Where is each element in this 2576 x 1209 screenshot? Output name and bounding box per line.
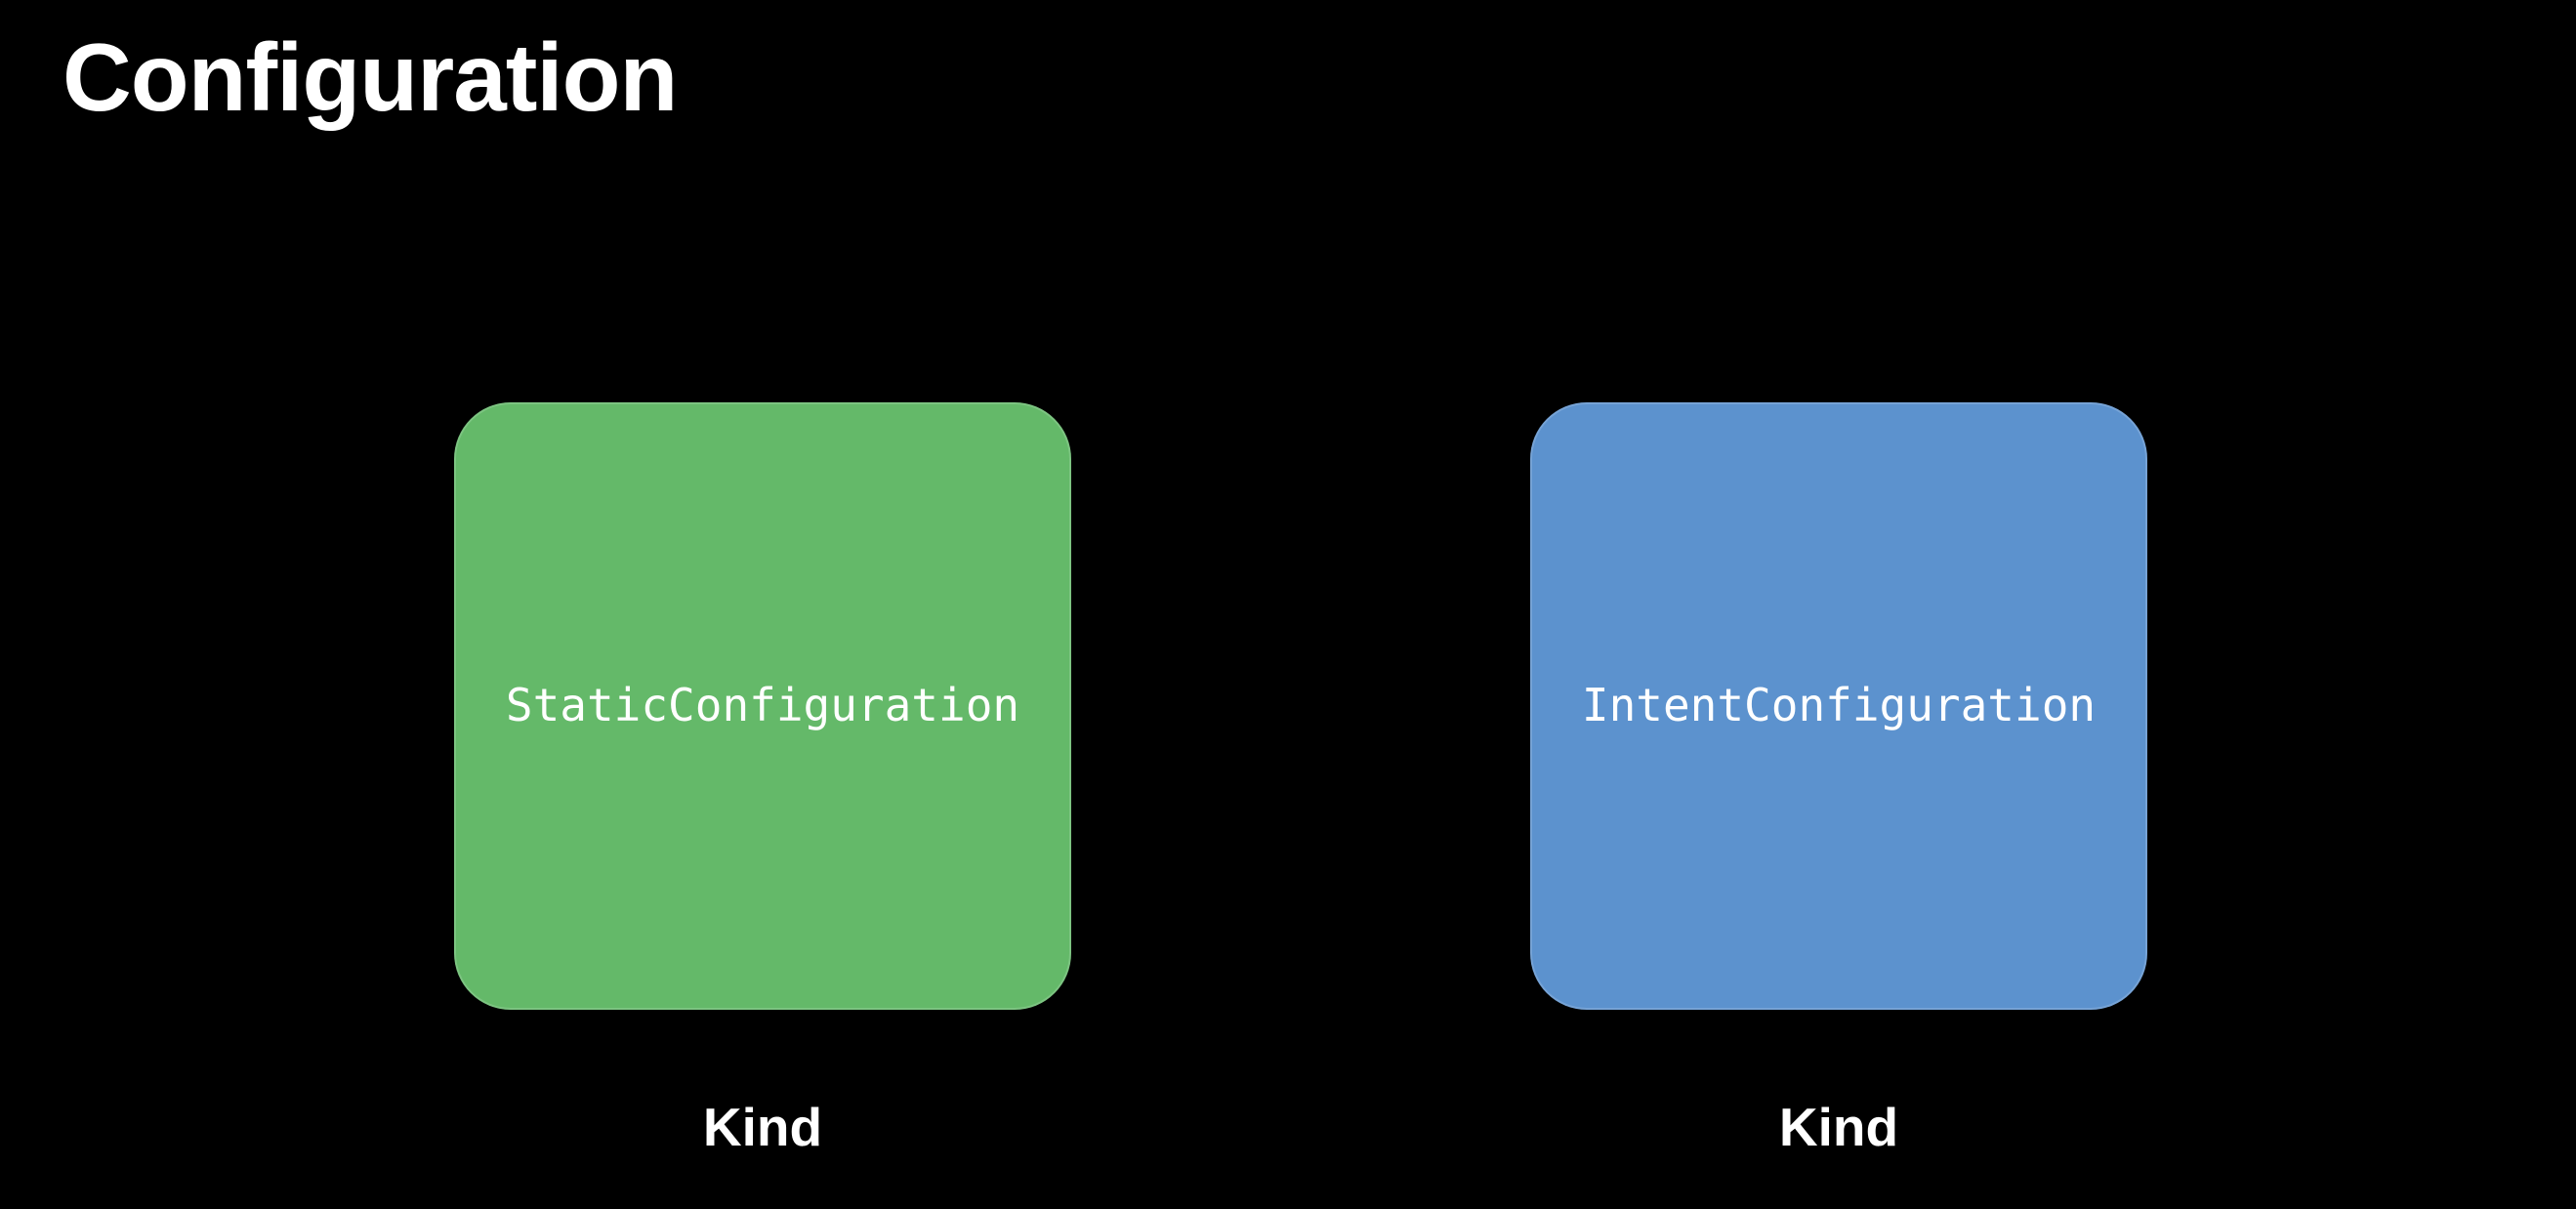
static-configuration-box: StaticConfiguration	[454, 402, 1071, 1010]
intent-configuration-column: IntentConfiguration Kind	[1530, 402, 2147, 1157]
slide-title: Configuration	[62, 23, 678, 131]
kind-caption-static: Kind	[702, 1097, 823, 1157]
kind-caption-intent: Kind	[1778, 1097, 1899, 1157]
intent-configuration-label: IntentConfiguration	[1581, 679, 2097, 732]
static-configuration-column: StaticConfiguration Kind	[454, 402, 1071, 1157]
intent-configuration-box: IntentConfiguration	[1530, 402, 2147, 1010]
static-configuration-label: StaticConfiguration	[505, 679, 1020, 732]
